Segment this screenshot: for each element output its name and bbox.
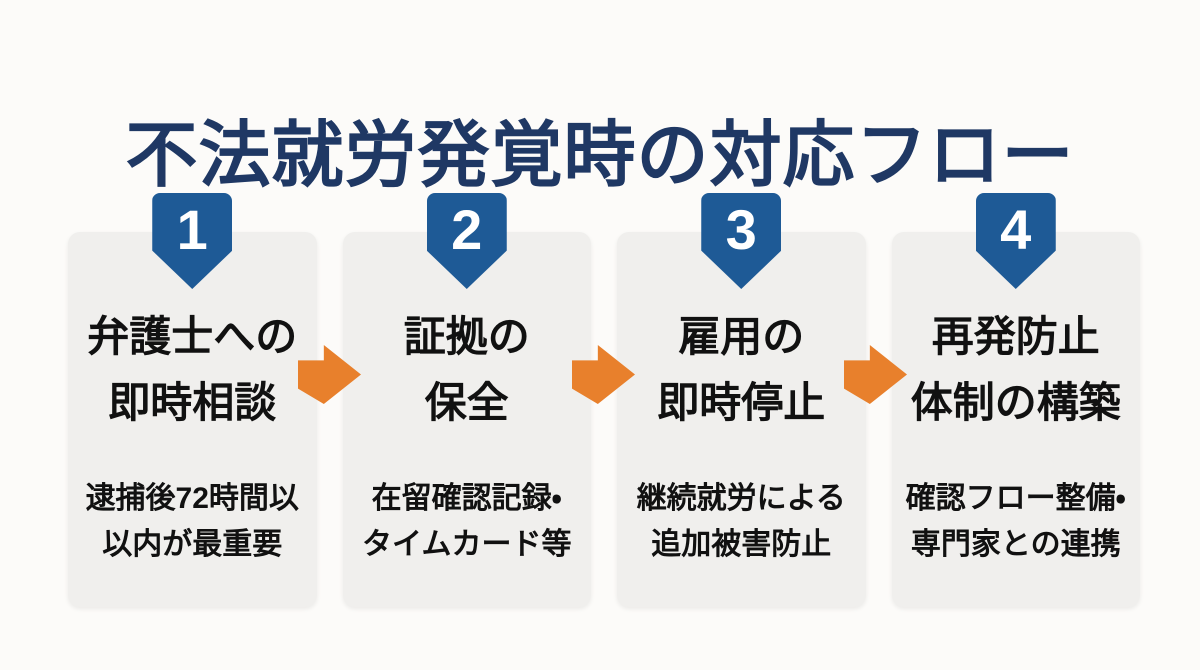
step-desc-line1: 確認フロー整備・ — [905, 482, 1126, 515]
step-title: 再発防止 体制の構築 — [892, 232, 1141, 436]
step-description: 確認フロー整備・ 専門家との連携 — [892, 476, 1141, 568]
step-description: 継続就労による 追加被害防止 — [617, 476, 866, 568]
step-card-3: 3 雇用の 即時停止 継続就労による 追加被害防止 — [617, 193, 866, 607]
step-title-line1: 雇用の — [678, 313, 805, 360]
step-title-line2: 体制の構築 — [910, 379, 1121, 426]
step-card-2: 2 証拠の 保全 在留確認記録・ タイムカード等 — [342, 193, 592, 607]
step-desc-line2: タイムカード等 — [362, 528, 572, 561]
step-desc-line1: 逮捕後72時間以 — [85, 482, 299, 515]
step-title-line2: 即時停止 — [657, 379, 826, 426]
step-desc-line1: 継続就労による — [636, 482, 846, 515]
step-description: 在留確認記録・ タイムカード等 — [343, 476, 592, 568]
page-title: 不法就労発覚時の対応フロー — [125, 116, 1075, 197]
step-title: 証拠の 保全 — [343, 232, 592, 436]
step-title-line2: 即時相談 — [108, 379, 277, 426]
step-title-line1: 再発防止 — [931, 313, 1100, 360]
step-desc-line2: 以内が最重要 — [102, 528, 283, 561]
step-desc-line2: 追加被害防止 — [651, 528, 832, 561]
step-description: 逮捕後72時間以 以内が最重要 — [68, 476, 317, 568]
step-title: 雇用の 即時停止 — [617, 232, 866, 436]
step-desc-line1: 在留確認記録・ — [371, 482, 562, 515]
step-title: 弁護士への 即時相談 — [68, 232, 317, 436]
step-title-line1: 証拠の — [403, 313, 530, 360]
step-card-4: 4 再発防止 体制の構築 確認フロー整備・ 専門家との連携 — [891, 193, 1141, 607]
step-card-1: 1 弁護士への 即時相談 逮捕後72時間以 以内が最重要 — [68, 193, 317, 607]
step-title-line1: 弁護士への — [87, 313, 298, 360]
flow-steps-row: 1 弁護士への 即時相談 逮捕後72時間以 以内が最重要 2 証拠の 保全 在留… — [68, 193, 1141, 607]
step-title-line2: 保全 — [424, 379, 509, 426]
step-desc-line2: 専門家との連携 — [910, 528, 1121, 561]
